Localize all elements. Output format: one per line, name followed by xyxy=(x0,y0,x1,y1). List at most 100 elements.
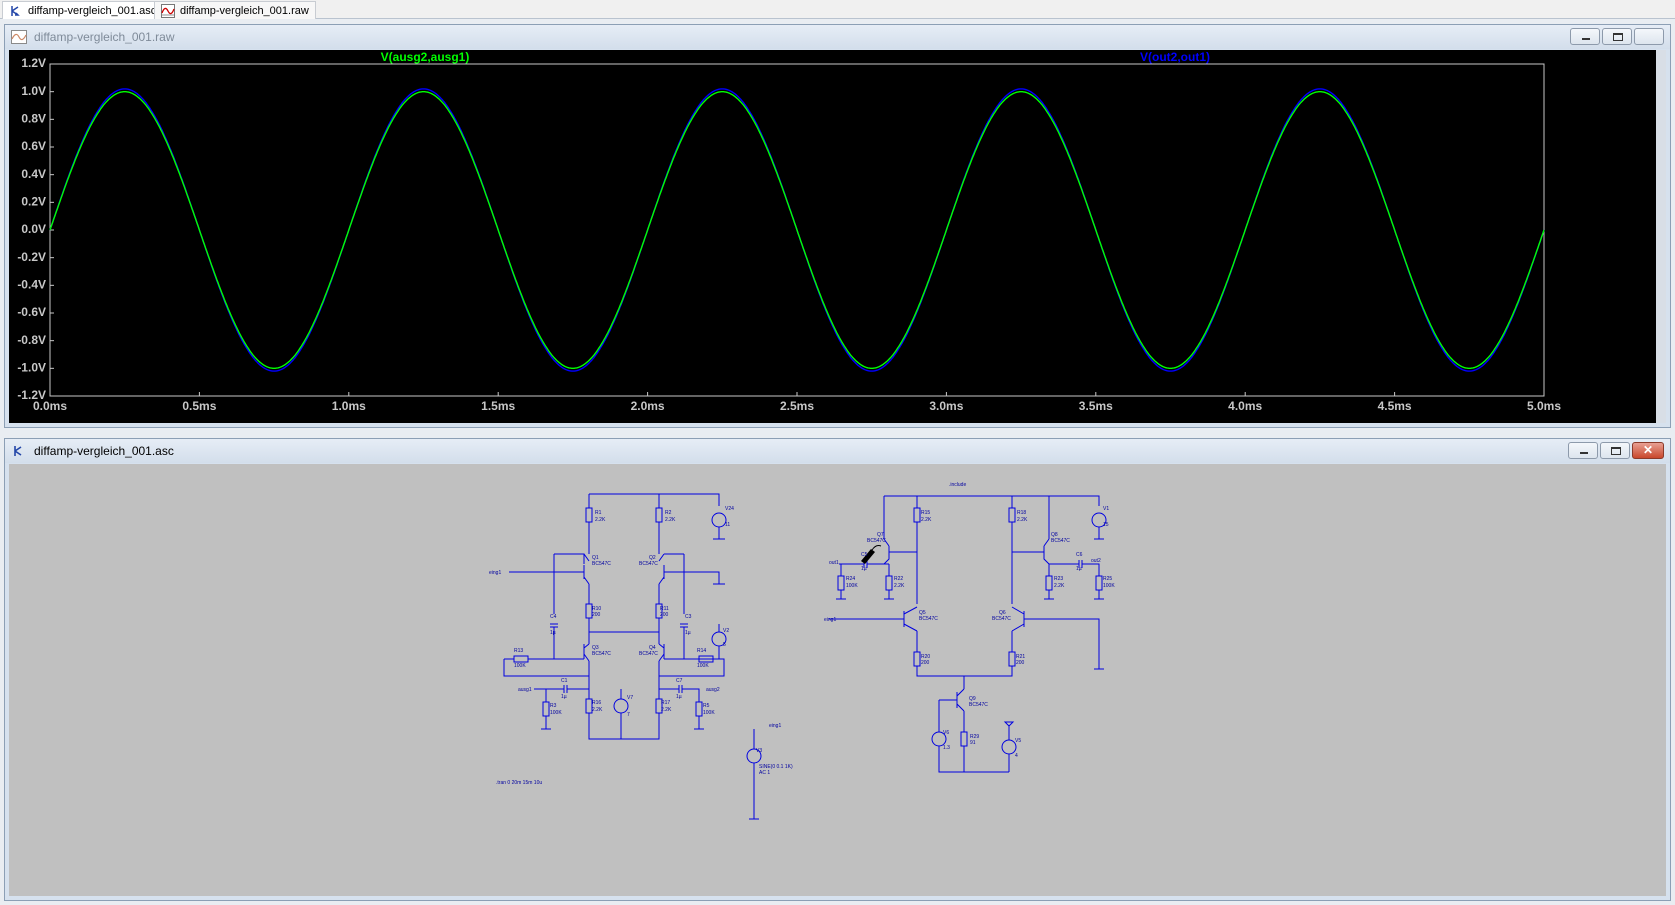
svg-text:V1: V1 xyxy=(1103,506,1109,512)
svg-text:4: 4 xyxy=(1015,753,1018,759)
restore-button[interactable] xyxy=(1602,28,1632,45)
svg-text:R16: R16 xyxy=(592,700,601,706)
svg-text:BC547C: BC547C xyxy=(992,616,1011,622)
svg-text:BC547C: BC547C xyxy=(592,651,611,657)
probe-cursor-icon xyxy=(861,545,882,564)
svg-text:C3: C3 xyxy=(685,614,692,620)
schematic-window-titlebar[interactable]: diffamp-vergleich_001.asc xyxy=(5,439,1670,463)
close-button[interactable] xyxy=(1634,28,1664,45)
svg-text:V24: V24 xyxy=(725,506,734,512)
svg-text:R13: R13 xyxy=(514,648,523,654)
trace-label-ausg[interactable]: V(ausg2,ausg1) xyxy=(381,50,470,64)
vertical-scrollbar[interactable] xyxy=(1656,50,1666,423)
svg-text:V5: V5 xyxy=(1015,738,1021,744)
waveform-window-titlebar[interactable]: diffamp-vergleich_001.raw xyxy=(5,25,1670,49)
svg-text:out2: out2 xyxy=(1091,558,1101,564)
y-tick-label: 0.6V xyxy=(21,139,46,153)
y-tick-label: -0.2V xyxy=(17,250,46,264)
svg-text:C7: C7 xyxy=(676,678,683,684)
waveform-icon xyxy=(11,30,27,44)
x-tick-label: 4.5ms xyxy=(1378,399,1412,413)
tran-directive[interactable]: .tran 0 20m 15m 10u xyxy=(496,780,542,786)
minimize-button[interactable] xyxy=(1568,442,1598,459)
svg-text:out1: out1 xyxy=(829,560,839,566)
x-tick-label: 4.0ms xyxy=(1228,399,1262,413)
x-tick-label: 0.0ms xyxy=(33,399,67,413)
svg-text:R2: R2 xyxy=(665,510,672,516)
x-tick-label: 2.5ms xyxy=(780,399,814,413)
svg-text:R18: R18 xyxy=(1017,510,1026,516)
waveform-window-controls xyxy=(1570,28,1664,45)
svg-text:200: 200 xyxy=(921,660,930,666)
svg-text:100K: 100K xyxy=(703,710,715,716)
svg-text:BC547C: BC547C xyxy=(969,702,988,708)
x-tick-label: 1.0ms xyxy=(332,399,366,413)
restore-icon xyxy=(1611,447,1621,455)
svg-text:R23: R23 xyxy=(1054,576,1063,582)
svg-text:V7: V7 xyxy=(627,695,633,701)
x-tick-label: 2.0ms xyxy=(631,399,665,413)
y-tick-label: -1.2V xyxy=(17,388,46,402)
y-axis: 1.2V1.0V0.8V0.6V0.4V0.2V0.0V-0.2V-0.4V-0… xyxy=(17,56,54,402)
waveform-plot[interactable]: 1.2V1.0V0.8V0.6V0.4V0.2V0.0V-0.2V-0.4V-0… xyxy=(9,50,1666,423)
svg-text:2.2K: 2.2K xyxy=(661,707,672,713)
svg-text:200: 200 xyxy=(660,612,669,618)
trace-label-out[interactable]: V(out2,out1) xyxy=(1140,50,1210,64)
svg-text:1µ: 1µ xyxy=(561,694,567,700)
svg-text:Q2: Q2 xyxy=(649,555,656,561)
waveform-icon xyxy=(161,3,175,18)
tab-schematic[interactable]: diffamp-vergleich_001.asc xyxy=(2,1,164,19)
svg-text:R10: R10 xyxy=(592,606,601,612)
svg-text:R21: R21 xyxy=(1016,654,1025,660)
svg-text:Q4: Q4 xyxy=(649,645,656,651)
svg-text:100K: 100K xyxy=(550,710,562,716)
svg-text:2.2K: 2.2K xyxy=(595,517,606,523)
svg-text:ausg1: ausg1 xyxy=(518,687,532,693)
svg-text:100K: 100K xyxy=(514,663,526,669)
y-tick-label: -0.6V xyxy=(17,305,46,319)
close-button[interactable]: ✕ xyxy=(1632,442,1664,459)
source-function-label[interactable]: SINE(0 0.1 1K) xyxy=(759,764,793,770)
svg-text:7: 7 xyxy=(627,712,630,718)
restore-icon xyxy=(1613,33,1623,41)
y-tick-label: 0.2V xyxy=(21,195,46,209)
x-tick-label: 5.0ms xyxy=(1527,399,1561,413)
y-tick-label: 0.4V xyxy=(21,167,46,181)
x-tick-label: 3.5ms xyxy=(1079,399,1113,413)
tab-label: diffamp-vergleich_001.asc xyxy=(28,4,157,17)
svg-text:1µ: 1µ xyxy=(861,566,867,572)
svg-text:BC547C: BC547C xyxy=(867,538,886,544)
minimize-button[interactable] xyxy=(1570,28,1600,45)
svg-text:R17: R17 xyxy=(661,700,670,706)
svg-text:C5: C5 xyxy=(861,552,868,558)
svg-text:Q1: Q1 xyxy=(592,555,599,561)
svg-text:100K: 100K xyxy=(697,663,709,669)
svg-text:R29: R29 xyxy=(970,734,979,740)
source-ac-label[interactable]: AC 1 xyxy=(759,770,770,776)
svg-text:1µ: 1µ xyxy=(1076,566,1082,572)
svg-text:BC547C: BC547C xyxy=(592,561,611,567)
x-tick-label: 0.5ms xyxy=(182,399,216,413)
svg-text:R20: R20 xyxy=(921,654,930,660)
svg-text:eing1: eing1 xyxy=(489,570,501,576)
svg-text:eing1: eing1 xyxy=(769,723,781,729)
svg-text:R24: R24 xyxy=(846,576,855,582)
tab-label: diffamp-vergleich_001.raw xyxy=(180,4,309,17)
schematic-window-title: diffamp-vergleich_001.asc xyxy=(34,444,174,458)
svg-text:Q9: Q9 xyxy=(969,696,976,702)
y-tick-label: 1.2V xyxy=(21,56,46,70)
svg-text:V2: V2 xyxy=(723,628,729,634)
svg-text:1µ: 1µ xyxy=(676,694,682,700)
svg-text:Q7: Q7 xyxy=(877,532,884,538)
svg-text:200: 200 xyxy=(1016,660,1025,666)
left-circuit-wires xyxy=(503,493,762,820)
right-circuit-wires xyxy=(829,495,1107,773)
tab-waveform[interactable]: diffamp-vergleich_001.raw xyxy=(154,1,316,19)
restore-button[interactable] xyxy=(1600,442,1630,459)
